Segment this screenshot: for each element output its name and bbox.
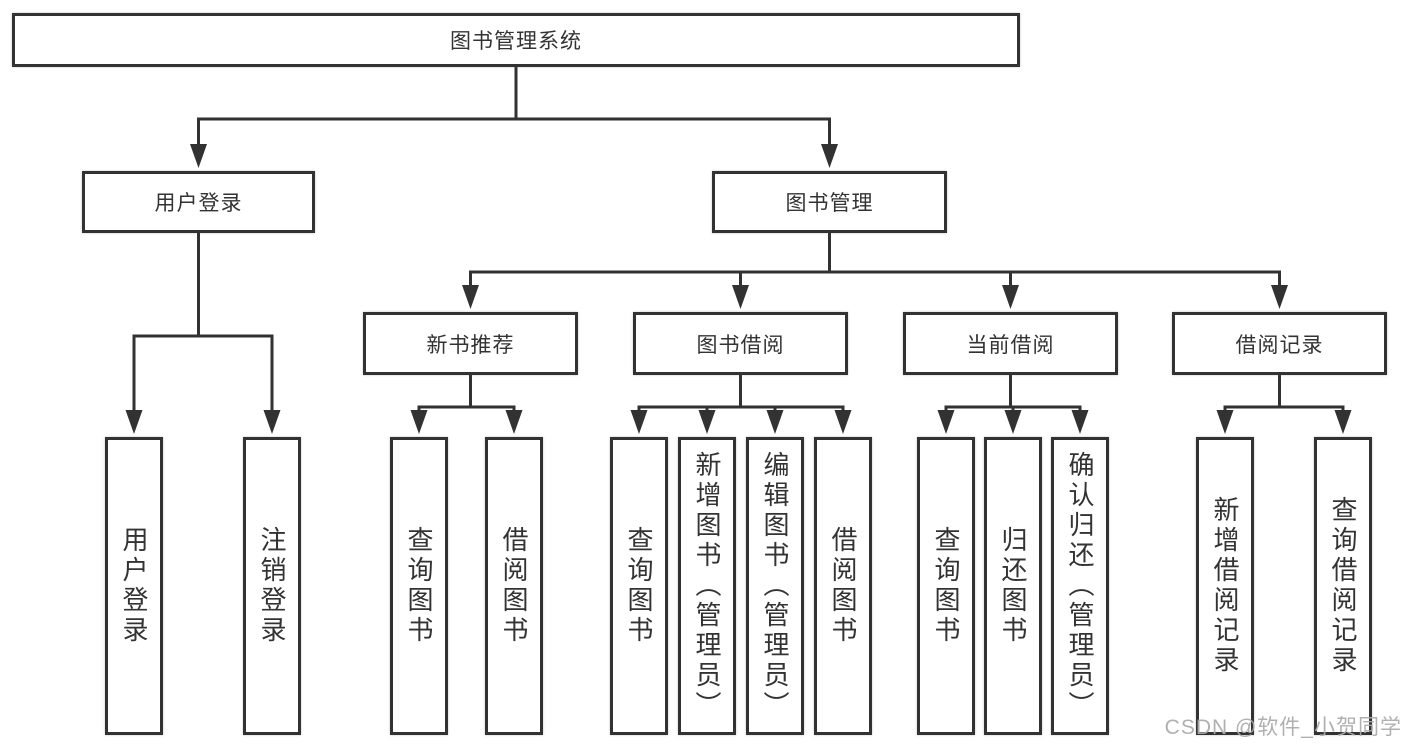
arrowhead-icon (1004, 410, 1022, 434)
node-label: 借阅记录 (1235, 333, 1324, 357)
arrowhead-icon (698, 410, 716, 434)
node-nb-borrow-books: 借阅图书 (485, 437, 543, 735)
arrowhead-icon (410, 410, 428, 434)
arrowhead-icon (1002, 285, 1019, 309)
node-bb-borrow-books: 借阅图书 (814, 437, 872, 735)
node-cb-confirm-return-admin: 确认归还（管理员） (1051, 437, 1109, 735)
node-book-borrowing: 图书借阅 (633, 312, 848, 375)
node-label: 归还图书 (998, 526, 1028, 646)
node-cb-query-books: 查询图书 (917, 437, 975, 735)
arrowhead-icon (1271, 285, 1288, 309)
arrowhead-icon (462, 285, 479, 309)
node-bb-edit-books-admin: 编辑图书（管理员） (746, 437, 804, 735)
node-borrowing-records: 借阅记录 (1172, 312, 1387, 375)
node-label: 查询图书 (931, 526, 961, 646)
node-user-login: 用户登录 (82, 171, 315, 233)
node-label: 借阅图书 (499, 526, 529, 646)
node-label: 图书管理系统 (450, 30, 582, 53)
node-label: 新增借阅记录 (1210, 496, 1240, 676)
node-new-book-recommendation: 新书推荐 (363, 312, 578, 375)
node-label: 新书推荐 (426, 333, 515, 357)
arrowhead-icon (505, 410, 523, 434)
arrowhead-icon (263, 410, 281, 434)
node-label: 查询图书 (404, 526, 434, 646)
node-label: 注销登录 (257, 526, 287, 646)
arrowhead-icon (732, 285, 749, 309)
node-label: 新增图书（管理员） (692, 451, 722, 721)
arrowhead-icon (190, 144, 207, 168)
node-br-query-borrow-record: 查询借阅记录 (1314, 437, 1372, 735)
node-library-management-system: 图书管理系统 (12, 13, 1020, 67)
arrowhead-icon (1216, 410, 1234, 434)
node-label: 当前借阅 (966, 333, 1055, 357)
node-label: 确认归还（管理员） (1065, 451, 1095, 721)
arrowhead-icon (766, 410, 784, 434)
node-label: 图书管理 (785, 192, 874, 215)
node-label: 查询图书 (624, 526, 654, 646)
arrowhead-icon (834, 410, 852, 434)
arrowhead-icon (125, 410, 143, 434)
node-nb-query-books: 查询图书 (390, 437, 448, 735)
node-book-management: 图书管理 (712, 171, 947, 233)
node-label: 用户登录 (119, 526, 149, 646)
node-label: 查询借阅记录 (1328, 496, 1358, 676)
node-label: 用户登录 (154, 192, 243, 215)
node-label: 图书借阅 (696, 333, 785, 357)
arrowhead-icon (1334, 410, 1352, 434)
node-br-add-borrow-record: 新增借阅记录 (1196, 437, 1254, 735)
node-cb-return-books: 归还图书 (984, 437, 1042, 735)
arrowhead-icon (821, 144, 838, 168)
arrowhead-icon (1071, 410, 1089, 434)
node-user-login-action: 用户登录 (105, 437, 163, 735)
node-bb-add-books-admin: 新增图书（管理员） (678, 437, 736, 735)
node-label: 编辑图书（管理员） (760, 451, 790, 721)
node-logout-action: 注销登录 (243, 437, 301, 735)
node-label: 借阅图书 (828, 526, 858, 646)
node-current-borrowing: 当前借阅 (903, 312, 1118, 375)
arrowhead-icon (630, 410, 648, 434)
arrowhead-icon (937, 410, 955, 434)
node-bb-query-books: 查询图书 (610, 437, 668, 735)
